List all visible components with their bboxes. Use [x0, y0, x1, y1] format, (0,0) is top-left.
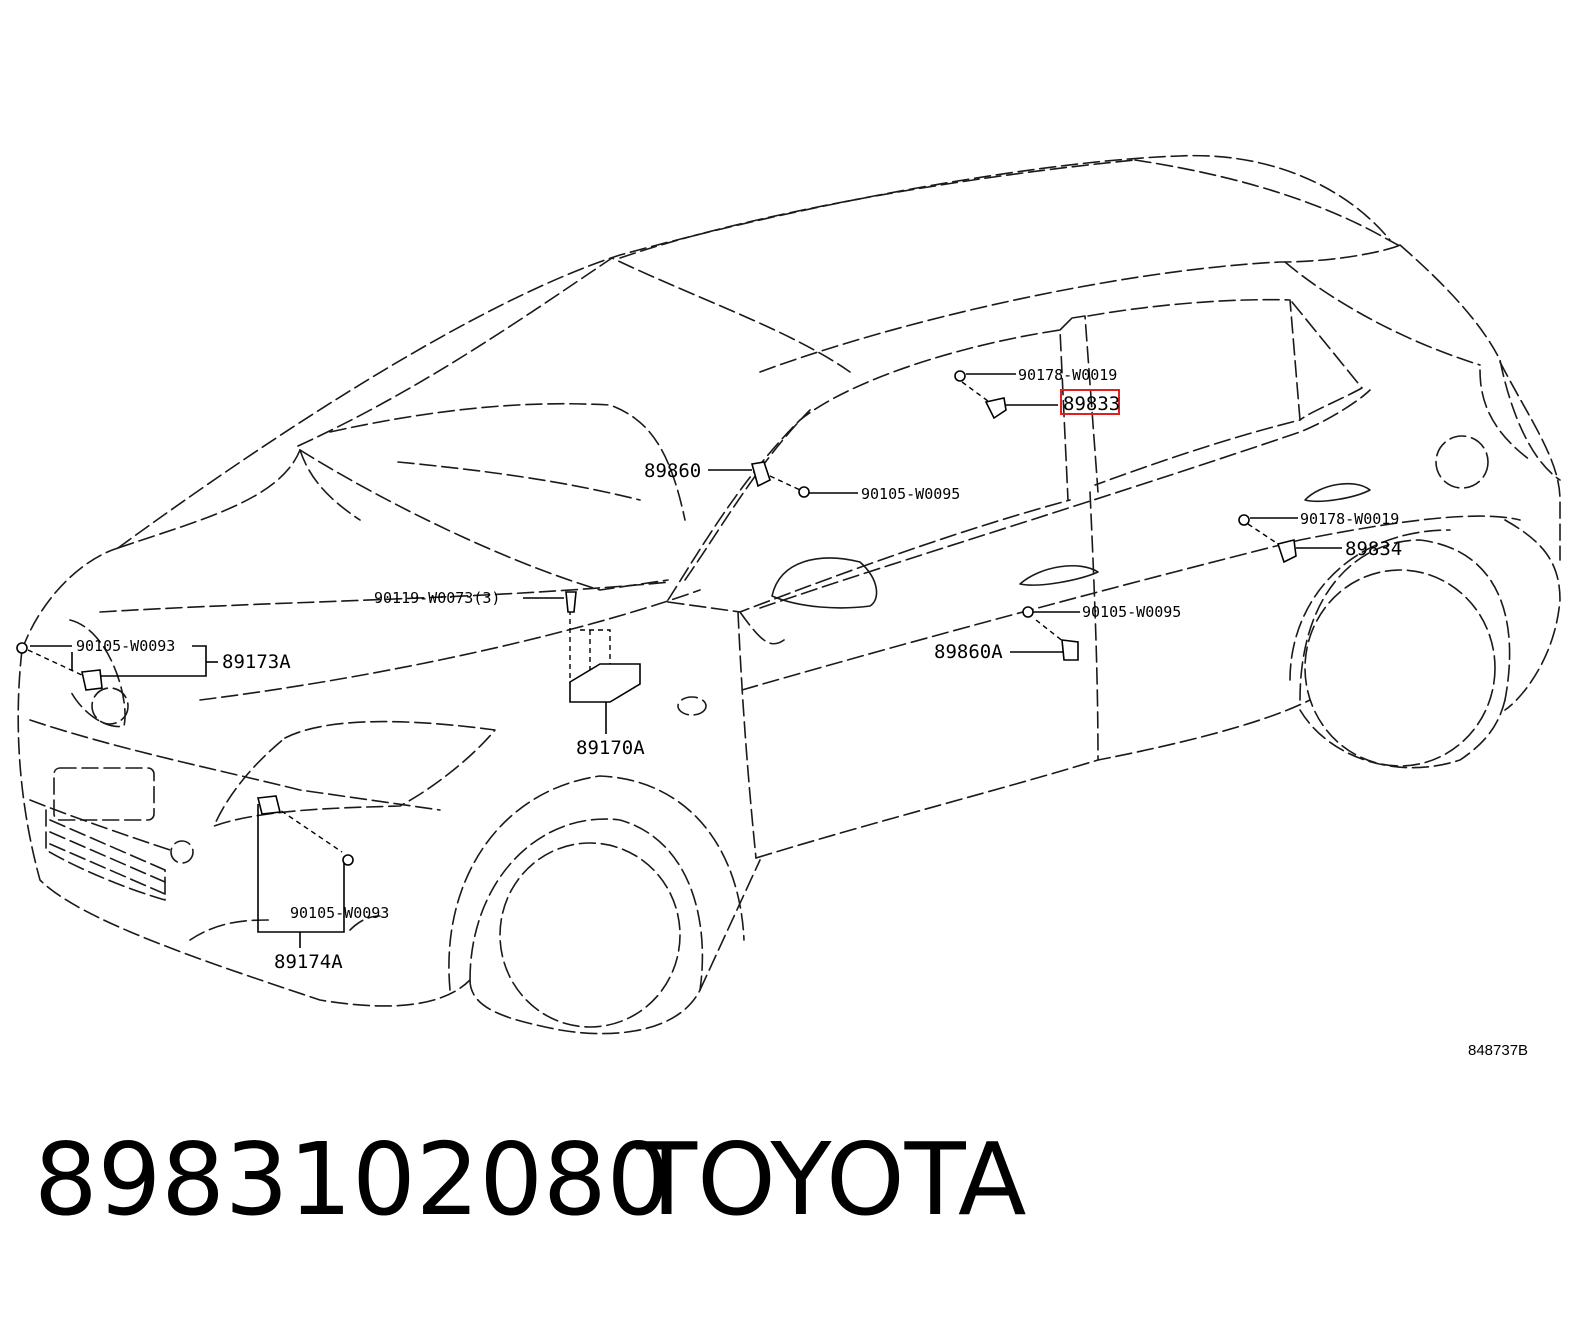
callout-89860[interactable]: 89860 — [644, 460, 701, 482]
sensor-icon — [750, 461, 771, 488]
bolt-icon — [798, 486, 810, 498]
callout-90105-w0095-upper: 90105-W0095 — [861, 485, 960, 503]
highlight-box — [1060, 389, 1120, 415]
clip-icon — [1238, 514, 1250, 526]
bolt-icon — [16, 642, 28, 654]
bolt-icon — [565, 591, 577, 613]
sensor-icon — [984, 397, 1007, 420]
callout-89174a[interactable]: 89174A — [274, 951, 343, 973]
bolt-icon — [1022, 606, 1034, 618]
bolt-icon — [342, 854, 354, 866]
sensor-icon — [257, 795, 281, 815]
brand-name: TOYOTA — [636, 1121, 1027, 1238]
callout-90105-w0093-bottom: 90105-W0093 — [290, 904, 389, 922]
callout-89833[interactable]: 89833 — [1063, 393, 1120, 415]
callout-89834[interactable]: 89834 — [1345, 538, 1402, 560]
callout-90178-w0019-right: 90178-W0019 — [1300, 510, 1399, 528]
part-number: 8983102080 — [34, 1121, 671, 1238]
callout-89170a[interactable]: 89170A — [576, 737, 645, 759]
callout-90178-w0019-top: 90178-W0019 — [1018, 366, 1117, 384]
leader-lines — [27, 373, 1342, 948]
sensor-icon — [1276, 539, 1297, 564]
diagram-ref-code: 848737B — [1468, 1042, 1528, 1059]
sensor-icon — [1061, 639, 1079, 661]
parts — [16, 370, 1297, 866]
control-module-icon — [569, 663, 641, 703]
callout-89173a[interactable]: 89173A — [222, 651, 291, 673]
callout-90105-w0093-left: 90105-W0093 — [76, 637, 175, 655]
sensor-icon — [81, 669, 103, 691]
car-outline — [17, 154, 1561, 1035]
callout-labels: 90178-W0019 89833 89860 90105-W0095 9017… — [76, 366, 1528, 1059]
callout-90105-w0095-lower: 90105-W0095 — [1082, 603, 1181, 621]
callout-90119-w0073: 90119-W0073(3) — [374, 589, 500, 607]
callout-89860a[interactable]: 89860A — [934, 641, 1003, 663]
clip-icon — [954, 370, 966, 382]
